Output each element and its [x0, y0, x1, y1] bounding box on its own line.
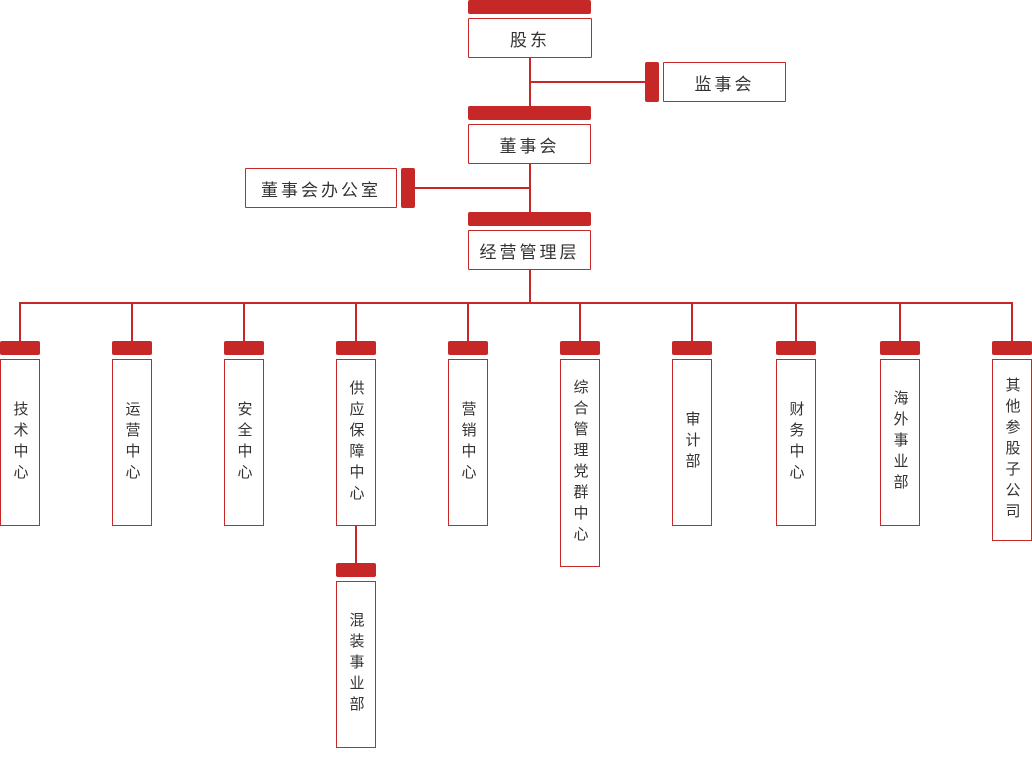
node-management: 经营管理层 [468, 230, 591, 270]
connector-line [1011, 302, 1013, 342]
node-board-office: 董事会办公室 [245, 168, 397, 208]
node-label: 其他参股子公司 [1003, 376, 1022, 524]
node-shareholders: 股东 [468, 18, 592, 58]
connector-line [795, 302, 797, 342]
node-label: 董事会 [499, 136, 560, 157]
connector-line [529, 269, 531, 303]
department-node: 营销中心 [448, 359, 488, 526]
node-label: 股东 [510, 30, 550, 51]
connector-line [414, 187, 530, 189]
node-label: 审计部 [683, 411, 702, 474]
node-header-bar [468, 212, 591, 226]
node-header-bar [224, 341, 264, 355]
connector-line [355, 526, 357, 564]
node-board: 董事会 [468, 124, 591, 164]
connector-line [529, 163, 531, 213]
node-label: 董事会办公室 [261, 180, 381, 201]
node-label: 海外事业部 [891, 390, 910, 495]
connector-line [243, 302, 245, 342]
node-header-bar [992, 341, 1032, 355]
department-node: 运营中心 [112, 359, 152, 526]
node-header-bar [0, 341, 40, 355]
department-node: 审计部 [672, 359, 712, 526]
node-label: 技术中心 [11, 400, 30, 485]
node-header-bar [448, 341, 488, 355]
node-side-bar [645, 62, 659, 102]
sub-department-node: 混装事业部 [336, 581, 376, 748]
node-side-bar [401, 168, 415, 208]
connector-line [19, 302, 21, 342]
connector-line [467, 302, 469, 342]
department-node: 财务中心 [776, 359, 816, 526]
node-header-bar [776, 341, 816, 355]
node-label: 财务中心 [787, 400, 806, 485]
connector-line [530, 81, 646, 83]
node-header-bar [880, 341, 920, 355]
connector-line [131, 302, 133, 342]
node-header-bar [468, 0, 591, 14]
node-label: 安全中心 [235, 400, 254, 485]
node-label: 供应保障中心 [347, 379, 366, 506]
node-header-bar [336, 341, 376, 355]
node-label: 经营管理层 [479, 242, 580, 263]
node-label: 运营中心 [123, 400, 142, 485]
department-node: 综合管理党群中心 [560, 359, 600, 567]
node-label: 监事会 [694, 74, 755, 95]
connector-line [579, 302, 581, 342]
department-node: 其他参股子公司 [992, 359, 1032, 541]
department-node: 海外事业部 [880, 359, 920, 526]
node-label: 混装事业部 [347, 612, 366, 717]
node-header-bar [672, 341, 712, 355]
connector-line [691, 302, 693, 342]
node-header-bar [336, 563, 376, 577]
node-label: 营销中心 [459, 400, 478, 485]
node-label: 综合管理党群中心 [571, 379, 590, 547]
department-node: 安全中心 [224, 359, 264, 526]
connector-line [19, 302, 1013, 304]
department-node: 供应保障中心 [336, 359, 376, 526]
node-header-bar [112, 341, 152, 355]
node-header-bar [468, 106, 591, 120]
connector-line [899, 302, 901, 342]
node-supervisory-board: 监事会 [663, 62, 786, 102]
department-node: 技术中心 [0, 359, 40, 526]
connector-line [355, 302, 357, 342]
node-header-bar [560, 341, 600, 355]
